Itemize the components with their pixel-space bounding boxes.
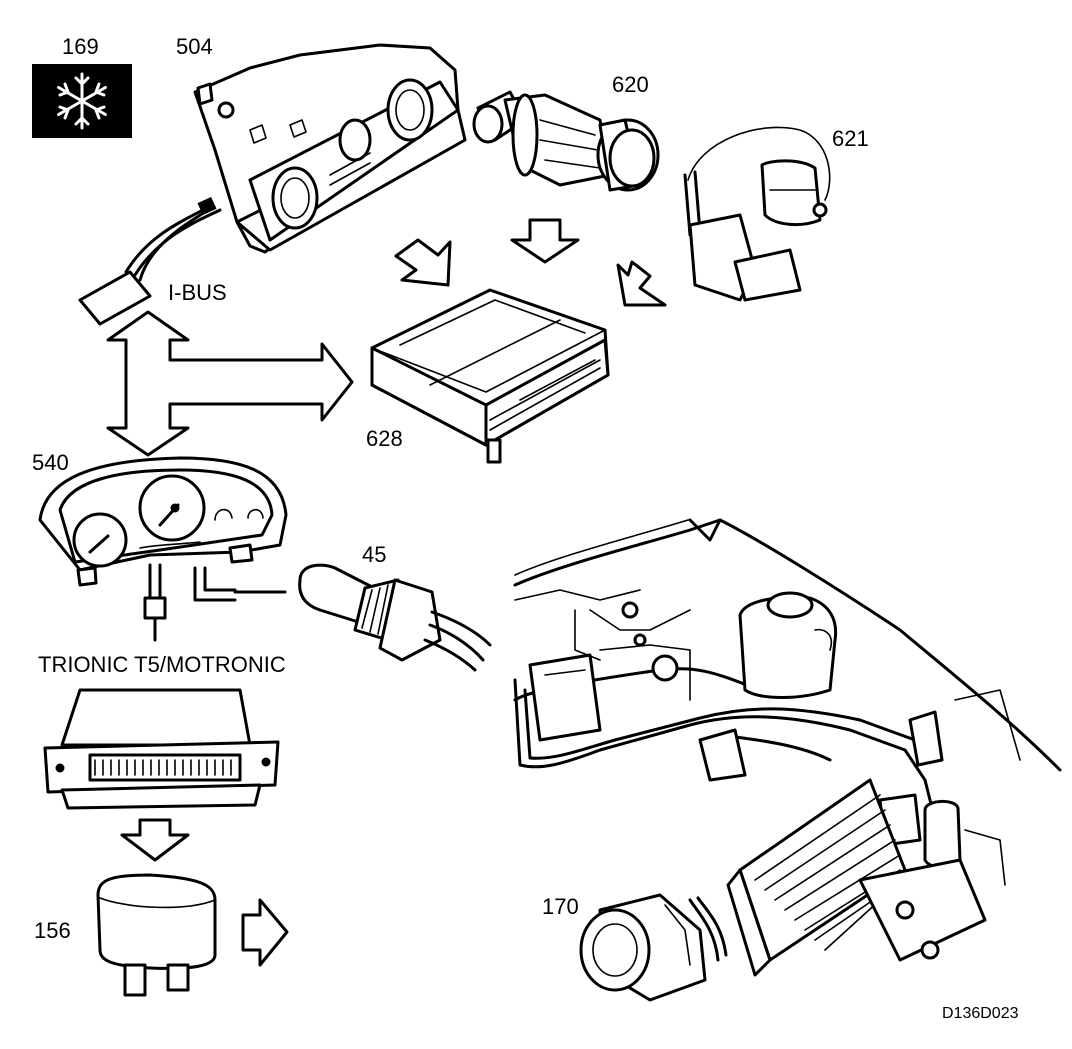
- fan-170: [579, 893, 728, 1002]
- control-panel-cable: [78, 196, 222, 326]
- label-engine-ecu: TRIONIC T5/MOTRONIC: [38, 652, 286, 677]
- cluster-leads: [143, 563, 287, 642]
- arrow-relay-out: [241, 898, 289, 967]
- engine-bay: [513, 518, 1062, 977]
- relay-156: [96, 873, 217, 997]
- arrows-into-628: [394, 218, 667, 307]
- instrument-cluster-540: [38, 456, 288, 587]
- snowflake-icon: [57, 72, 107, 130]
- pressure-switch-620: [472, 90, 660, 192]
- sensor-621: [683, 126, 831, 302]
- label-diagram-code: D136D023: [942, 1005, 1019, 1022]
- label-ibus: I-BUS: [168, 280, 227, 305]
- label-621: 621: [832, 126, 869, 151]
- engine-ecu: [43, 688, 280, 810]
- label-628: 628: [366, 426, 403, 451]
- temp-sensor-45: [298, 563, 492, 672]
- label-504: 504: [176, 34, 213, 59]
- label-156: 156: [34, 918, 71, 943]
- label-45: 45: [362, 542, 387, 567]
- label-540: 540: [32, 450, 69, 475]
- ibus-arrows: [106, 310, 354, 457]
- label-170: 170: [542, 894, 579, 919]
- label-620: 620: [612, 72, 649, 97]
- label-169: 169: [62, 34, 99, 59]
- control-panel-504: [193, 43, 467, 254]
- ac-symbol-badge: [32, 64, 132, 138]
- acc-module-628: [370, 288, 610, 464]
- arrow-ecu-to-relay: [120, 818, 190, 862]
